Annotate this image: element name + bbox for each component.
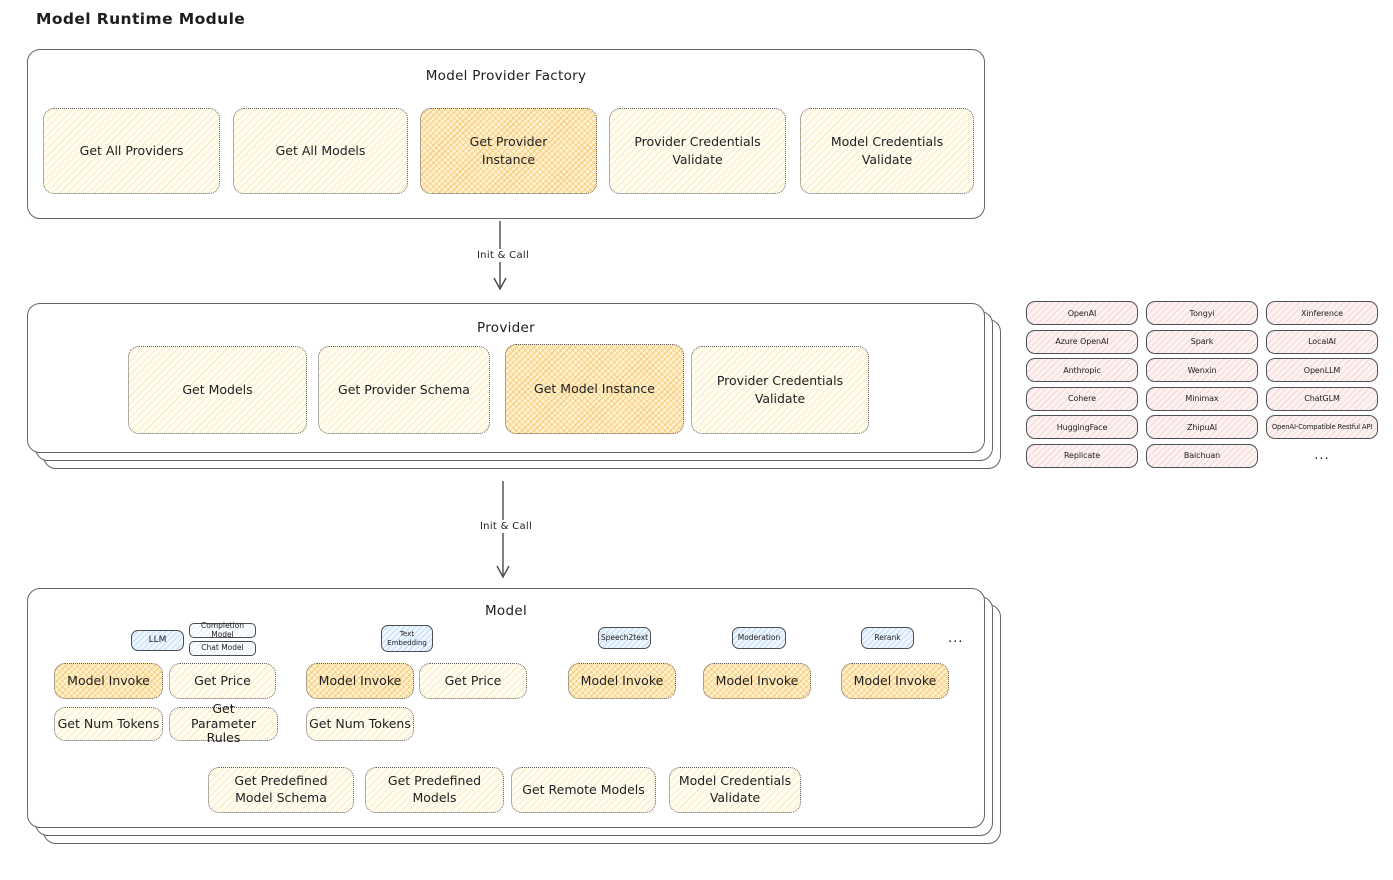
diagram-title: Model Runtime Module bbox=[36, 10, 246, 28]
model-type-moderation: Moderation bbox=[732, 627, 786, 649]
init-call-label-2: Init & Call bbox=[466, 520, 546, 533]
factory-title: Model Provider Factory bbox=[425, 68, 587, 84]
provider-list-grid: OpenAI Tongyi Xinference Azure OpenAI Sp… bbox=[1026, 301, 1378, 468]
model-type-rerank: Rerank bbox=[861, 627, 914, 649]
provider-item-minimax: Minimax bbox=[1146, 386, 1258, 411]
rerank-model-invoke: Model Invoke bbox=[841, 663, 949, 699]
model-title: Model bbox=[484, 603, 528, 619]
provider-item-xinference: Xinference bbox=[1266, 301, 1378, 325]
text-embedding-model-invoke: Model Invoke bbox=[306, 663, 414, 699]
text-embedding-get-num-tokens: Get Num Tokens bbox=[306, 707, 414, 741]
llm-model-invoke: Model Invoke bbox=[54, 663, 163, 699]
provider-item-tongyi: Tongyi bbox=[1146, 301, 1258, 325]
llm-get-price: Get Price bbox=[169, 663, 276, 699]
factory-method-provider-credentials-validate: Provider Credentials Validate bbox=[609, 108, 786, 194]
provider-item-openai-compatible: OpenAI-Compatible Restful API bbox=[1266, 415, 1378, 439]
model-get-remote-models: Get Remote Models bbox=[511, 767, 656, 813]
model-type-llm: LLM bbox=[131, 630, 184, 651]
moderation-model-invoke: Model Invoke bbox=[703, 663, 811, 699]
provider-item-zhipuai: ZhipuAI bbox=[1146, 415, 1258, 439]
provider-item-replicate: Replicate bbox=[1026, 443, 1138, 468]
model-credentials-validate: Model Credentials Validate bbox=[669, 767, 801, 813]
model-type-chat-model: Chat Model bbox=[189, 641, 256, 656]
provider-item-anthropic: Anthropic bbox=[1026, 358, 1138, 382]
provider-item-openai: OpenAI bbox=[1026, 301, 1138, 325]
factory-box: Model Provider Factory Get All Providers… bbox=[27, 49, 985, 219]
provider-box: Provider Get Models Get Provider Schema … bbox=[27, 303, 985, 453]
factory-method-get-all-models: Get All Models bbox=[233, 108, 408, 194]
provider-list-more: ... bbox=[1314, 448, 1330, 463]
llm-get-num-tokens: Get Num Tokens bbox=[54, 707, 163, 741]
provider-method-get-provider-schema: Get Provider Schema bbox=[318, 346, 490, 434]
model-type-text-embedding: Text Embedding bbox=[381, 625, 433, 652]
provider-title: Provider bbox=[477, 320, 535, 336]
model-get-predefined-model-schema: Get Predefined Model Schema bbox=[208, 767, 354, 813]
speech2text-model-invoke: Model Invoke bbox=[568, 663, 676, 699]
model-box: Model LLM Completion Model Chat Model Te… bbox=[27, 588, 985, 828]
provider-method-get-models: Get Models bbox=[128, 346, 307, 434]
text-embedding-get-price: Get Price bbox=[419, 663, 527, 699]
factory-method-model-credentials-validate: Model Credentials Validate bbox=[800, 108, 974, 194]
init-call-label-1: Init & Call bbox=[463, 249, 543, 262]
model-types-more: ... bbox=[948, 631, 964, 646]
provider-item-wenxin: Wenxin bbox=[1146, 358, 1258, 382]
provider-method-provider-credentials-validate: Provider Credentials Validate bbox=[691, 346, 869, 434]
factory-method-get-all-providers: Get All Providers bbox=[43, 108, 220, 194]
provider-item-huggingface: HuggingFace bbox=[1026, 415, 1138, 439]
factory-method-get-provider-instance: Get Provider Instance bbox=[420, 108, 597, 194]
model-get-predefined-models: Get Predefined Models bbox=[365, 767, 504, 813]
provider-item-cohere: Cohere bbox=[1026, 386, 1138, 411]
model-type-speech2text: Speech2text bbox=[598, 627, 651, 649]
provider-item-baichuan: Baichuan bbox=[1146, 443, 1258, 468]
provider-item-chatglm: ChatGLM bbox=[1266, 386, 1378, 411]
llm-get-parameter-rules: Get Parameter Rules bbox=[169, 702, 278, 745]
provider-item-openllm: OpenLLM bbox=[1266, 358, 1378, 382]
model-type-completion-model: Completion Model bbox=[189, 621, 256, 638]
provider-item-localai: LocalAI bbox=[1266, 329, 1378, 354]
provider-item-spark: Spark bbox=[1146, 329, 1258, 354]
provider-method-get-model-instance: Get Model Instance bbox=[505, 344, 684, 434]
provider-item-azure-openai: Azure OpenAI bbox=[1026, 329, 1138, 354]
